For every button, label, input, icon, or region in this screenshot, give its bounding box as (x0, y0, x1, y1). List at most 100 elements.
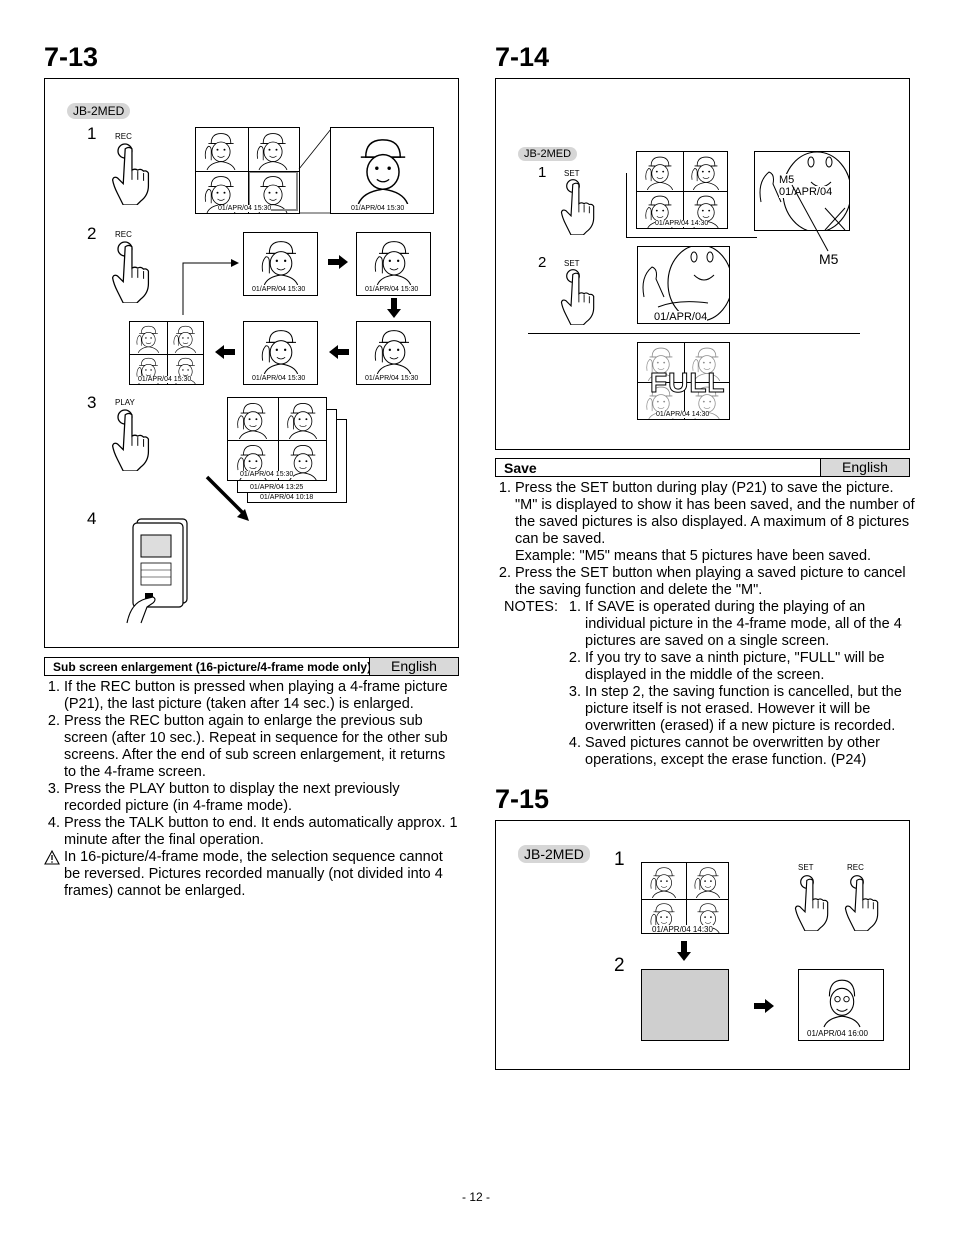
section-title-7-13: 7-13 (44, 42, 99, 72)
timestamp: 01/APR/04 15:30 (252, 286, 306, 293)
step-number: 1 (614, 849, 625, 870)
timestamp: 01/APR/04 14:30 (655, 220, 709, 227)
instruction-item: Press the TALK button to end. It ends au… (64, 815, 459, 849)
note-item: In step 2, the saving function is cancel… (585, 684, 915, 735)
full-indicator: FULL (650, 367, 726, 399)
step-number: 2 (614, 955, 625, 976)
notes-label: NOTES: (504, 599, 558, 615)
timestamp: 01/APR/04 10:18 (260, 494, 314, 501)
page-number: - 12 - (462, 1190, 491, 1204)
boy-picture-icon (686, 863, 729, 898)
boy-picture-icon (256, 235, 306, 285)
timestamp: 01/APR/04 15:30 (365, 375, 419, 382)
timestamp: 01/APR/04 15:30 (365, 286, 419, 293)
arrow-down-icon (677, 941, 691, 961)
visitor-picture-icon (823, 979, 861, 1028)
arrow-diagonal-icon (205, 475, 249, 521)
boy-picture-icon (228, 398, 278, 439)
finger-press-icon (844, 875, 879, 931)
note-item: If you try to save a ninth picture, "FUL… (585, 650, 915, 684)
step-number: 2 (87, 224, 97, 243)
four-frame-screen: 01/APR/04 15:30 (195, 127, 300, 214)
saved-marker: M5 (779, 174, 795, 186)
language-label: English (820, 459, 909, 476)
model-badge: JB-2MED (67, 103, 131, 119)
sub-screen: 01/APR/04 15:30 (356, 232, 431, 296)
finger-press-icon (560, 269, 595, 325)
boy-picture-icon (683, 152, 728, 190)
unsaved-picture-screen: 01/APR/04 (637, 246, 730, 324)
instruction-item: Press the REC button again to enlarge th… (64, 713, 459, 781)
timestamp: 01/APR/04 15:30 (351, 205, 405, 212)
divider (528, 333, 860, 334)
language-label: English (369, 658, 458, 675)
finger-press-icon (111, 241, 150, 303)
arrow-left-icon (329, 345, 349, 359)
saved-picture-screen: M5 01/APR/04 (754, 151, 850, 231)
rec-button-label: REC (115, 230, 132, 239)
timestamp: 01/APR/04 16:00 (807, 1029, 868, 1038)
timestamp: 01/APR/04 15:30 (252, 375, 306, 382)
finger-press-icon (111, 143, 150, 205)
rec-button-label: REC (847, 863, 864, 872)
instruction-text: Press the SET button during play (P21) t… (515, 480, 915, 547)
finger-press-icon (111, 409, 150, 471)
step-number: 1 (87, 124, 97, 143)
timestamp: 01/APR/04 15:30 (240, 471, 294, 478)
step-number: 1 (538, 164, 547, 181)
boy-picture-icon (256, 324, 306, 374)
boy-picture-icon (642, 863, 686, 898)
section-title-7-15: 7-15 (495, 784, 550, 814)
boy-picture-icon (357, 139, 409, 204)
boy-picture-icon (130, 322, 167, 353)
section-bar-label: Sub screen enlargement (16-picture/4-fra… (53, 660, 372, 674)
arrow-right-icon (754, 999, 774, 1013)
model-badge: JB-2MED (518, 147, 578, 161)
sub-screen: 01/APR/04 15:30 (356, 321, 431, 385)
section-bar-label: Save (504, 460, 537, 476)
recorded-picture-screen: 01/APR/04 16:00 (798, 969, 884, 1041)
return-path-arrow (182, 259, 239, 315)
example-text: Example: "M5" means that 5 pictures have… (515, 548, 872, 564)
note-item: If SAVE is operated during the playing o… (585, 599, 915, 650)
caution-note: In 16-picture/4-frame mode, the selectio… (44, 849, 459, 900)
rec-button-label: REC (115, 132, 132, 141)
boy-picture-icon (369, 235, 419, 285)
boy-picture-icon (637, 152, 683, 190)
timestamp: 01/APR/04 14:30 (652, 925, 713, 934)
instruction-item: Press the SET button during play (P21) t… (515, 480, 915, 565)
section-title-7-14: 7-14 (495, 42, 550, 72)
note-item: Saved pictures cannot be overwritten by … (585, 735, 915, 769)
timestamp: 01/APR/04 13:25 (250, 484, 304, 491)
callout-label: M5 (819, 251, 839, 267)
boy-picture-icon (278, 398, 327, 439)
four-frame-screen: 01/APR/04 15:30 (227, 397, 327, 481)
set-button-label: SET (798, 863, 814, 872)
finger-press-icon (794, 875, 829, 931)
timestamp: 01/APR/04 15:30 (138, 376, 192, 383)
boy-picture-icon (167, 322, 204, 353)
section-bar-7-13: Sub screen enlargement (16-picture/4-fra… (44, 657, 459, 676)
arrow-left-icon (215, 345, 235, 359)
diagram-panel-7-13: JB-2MED 1 REC 01/APR/04 15:30 01/APR/04 … (44, 78, 459, 648)
step-number: 2 (538, 254, 547, 271)
blank-screen (641, 969, 729, 1041)
zoom-connector-lines (298, 128, 332, 214)
arrow-right-icon (328, 255, 348, 269)
sub-screen: 01/APR/04 15:30 (243, 321, 318, 385)
callout-line (791, 184, 829, 252)
timestamp: 01/APR/04 (779, 186, 833, 198)
set-button-label: SET (564, 169, 580, 178)
selected-frame-highlight (248, 171, 298, 211)
set-button-label: SET (564, 259, 580, 268)
four-frame-screen: 01/APR/04 15:30 (129, 321, 204, 385)
instructions-7-14: Press the SET button during play (P21) t… (495, 480, 915, 769)
instruction-item: Press the PLAY button to display the nex… (64, 781, 459, 815)
diagram-panel-7-14: JB-2MED 1 SET 01/APR/04 14:30 M5 01/APR/… (495, 78, 910, 450)
intercom-device-icon (126, 518, 188, 624)
caution-text: In 16-picture/4-frame mode, the selectio… (64, 849, 443, 899)
boy-picture-icon (369, 324, 419, 374)
arrow-down-icon (387, 298, 401, 318)
timestamp: 01/APR/04 (654, 311, 708, 323)
screen-shadow-outline (626, 173, 757, 238)
